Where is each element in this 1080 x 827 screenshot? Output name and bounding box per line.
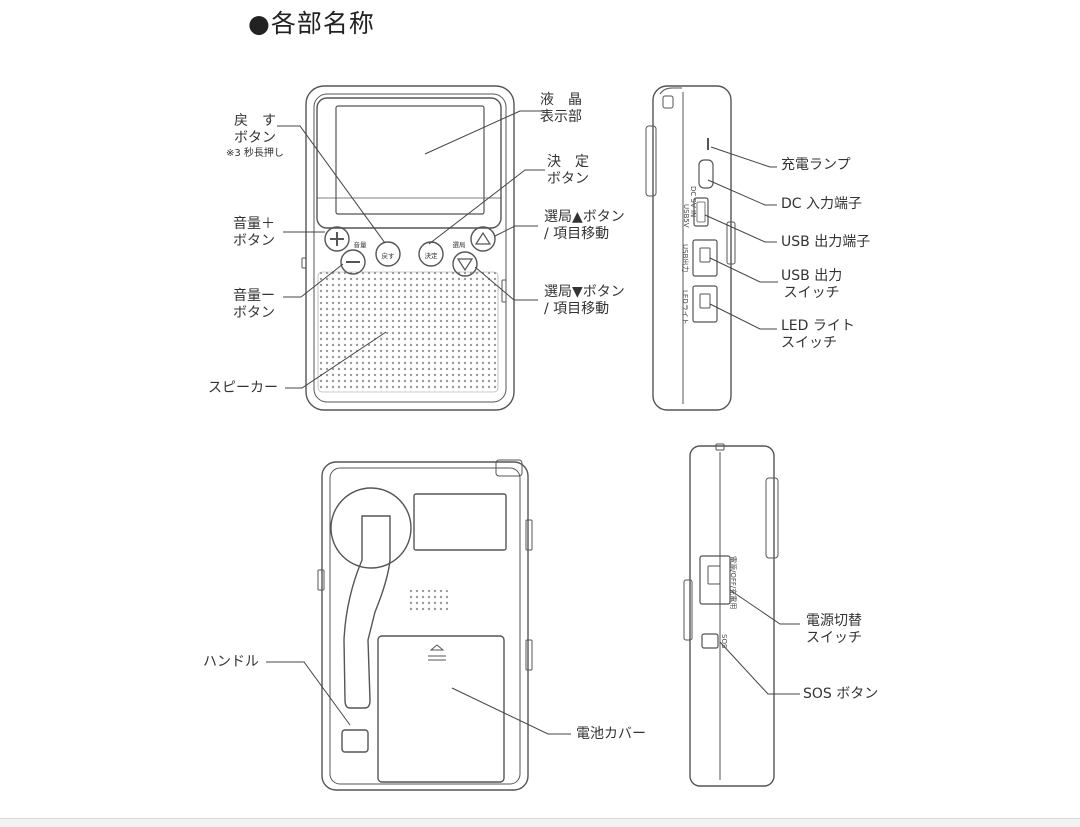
power-switch-label: 電源切替スイッチ — [806, 613, 862, 646]
vol-up-button — [324, 226, 350, 252]
crank-disc — [330, 487, 412, 569]
print-power: 電源/OFF/充電用 — [729, 556, 737, 610]
dc-in-label: DC 入力端子 — [781, 196, 863, 212]
side2-leader-lines — [719, 589, 800, 695]
dc-port — [698, 159, 714, 189]
speaker-grille — [317, 271, 499, 393]
side-right-bump — [726, 221, 736, 265]
front-body-outline — [305, 85, 515, 411]
rear-label-window — [413, 493, 507, 551]
print-back: 戻す — [381, 252, 395, 260]
handle-knob — [341, 729, 369, 753]
tune-up-button — [470, 226, 496, 252]
sos-button-label: SOS ボタン — [803, 686, 879, 702]
decide-button-label: 決 定ボタン — [547, 154, 589, 187]
vol-up-label: 音量＋ボタン — [233, 216, 275, 249]
side-view — [645, 85, 736, 411]
bottom-edge-bar — [0, 818, 1080, 827]
print-dc: DC 5V IN — [689, 186, 697, 218]
rear-leader-lines — [266, 661, 571, 735]
side-notch-left — [301, 257, 307, 269]
triangle-up-icon — [474, 231, 492, 245]
print-usb-switch: USB出力 — [681, 244, 689, 273]
side2-right-bump — [765, 477, 779, 559]
usb-out-label: USB 出力端子 — [781, 234, 871, 250]
usb-port — [693, 197, 709, 227]
lcd-frame — [316, 97, 502, 229]
vol-down-button — [340, 249, 366, 275]
sos-button-shape — [701, 633, 719, 649]
rear-body-outline — [321, 461, 529, 791]
side-leader-lines — [704, 146, 778, 330]
back-button-shape — [375, 241, 401, 267]
print-vol: 音量 — [353, 241, 367, 249]
rear-body-inner — [329, 467, 521, 785]
front-body-inner — [313, 93, 507, 403]
plus-icon — [330, 232, 344, 246]
led-switch-label: LED ライトスイッチ — [781, 318, 855, 351]
battery-cover-shape — [377, 635, 505, 783]
lcd-label: 液 晶表示部 — [540, 92, 582, 125]
triangle-down-icon — [456, 258, 474, 272]
handle-label: ハンドル — [203, 654, 259, 670]
led-switch-shape — [692, 285, 718, 323]
print-decide: 決定 — [424, 252, 438, 260]
front-leader-lines — [277, 110, 545, 389]
lcd-screen — [335, 105, 485, 215]
side-view-2 — [683, 443, 779, 787]
side2-body-outline — [689, 445, 775, 787]
tune-up-label: 選局▲ボタン/ 項目移動 — [544, 209, 625, 242]
handle-shape — [343, 515, 391, 709]
front-view — [301, 85, 515, 411]
tune-down-button — [452, 251, 478, 277]
rear-top-hook — [495, 459, 523, 477]
power-switch-shape — [699, 555, 731, 605]
rear-speaker-holes — [406, 590, 450, 612]
usb-switch-shape — [692, 239, 718, 277]
print-sos: SOS — [720, 634, 728, 649]
speaker-label: スピーカー — [208, 380, 278, 396]
page-title: ●各部名称 — [248, 9, 375, 38]
side-notch-right — [501, 279, 507, 303]
battery-cover-label: 電池カバー — [576, 726, 646, 742]
rear-view — [317, 459, 533, 791]
side-body-outline — [652, 85, 732, 411]
side-left-bump — [645, 125, 657, 197]
print-led-switch: LEDライト — [681, 290, 689, 325]
tune-down-label: 選局▼ボタン/ 項目移動 — [544, 284, 625, 317]
usb-switch-label: USB 出力スイッチ — [781, 268, 843, 301]
print-usb: USB5V — [682, 204, 690, 228]
back-button-label: 戻 すボタン ※3 秒長押し — [226, 113, 284, 159]
charge-lamp-label: 充電ランプ — [781, 157, 851, 173]
vol-down-label: 音量ーボタン — [233, 288, 275, 321]
print-tune: 選局 — [452, 241, 466, 249]
